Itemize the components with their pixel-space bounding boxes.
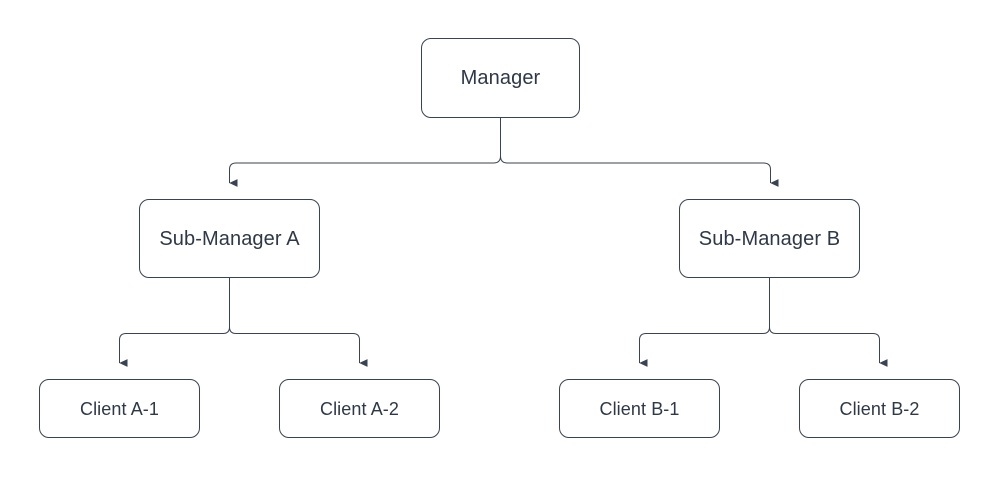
edge-manager-sub-b: [500, 118, 779, 187]
node-client-a-1[interactable]: Client A-1: [39, 379, 200, 438]
node-client-a-1-label: Client A-1: [79, 398, 160, 419]
node-manager[interactable]: Manager: [421, 38, 580, 118]
node-client-b-2[interactable]: Client B-2: [799, 379, 960, 438]
node-client-b-2-label: Client B-2: [839, 398, 920, 419]
node-sub-manager-a[interactable]: Sub-Manager A: [139, 199, 320, 278]
edge-sub-a-client-a2: [229, 278, 368, 367]
node-sub-manager-b[interactable]: Sub-Manager B: [679, 199, 860, 278]
node-client-b-1-label: Client B-1: [599, 398, 680, 419]
edge-sub-b-client-b1: [639, 278, 770, 367]
node-sub-manager-a-label: Sub-Manager A: [159, 227, 300, 250]
node-sub-manager-b-label: Sub-Manager B: [698, 227, 841, 250]
edge-sub-b-client-b2: [769, 278, 888, 367]
node-client-b-1[interactable]: Client B-1: [559, 379, 720, 438]
node-manager-label: Manager: [460, 67, 541, 89]
node-client-a-2-label: Client A-2: [319, 398, 400, 419]
edge-manager-sub-a: [229, 118, 501, 187]
edge-sub-a-client-a1: [119, 278, 230, 367]
node-client-a-2[interactable]: Client A-2: [279, 379, 440, 438]
